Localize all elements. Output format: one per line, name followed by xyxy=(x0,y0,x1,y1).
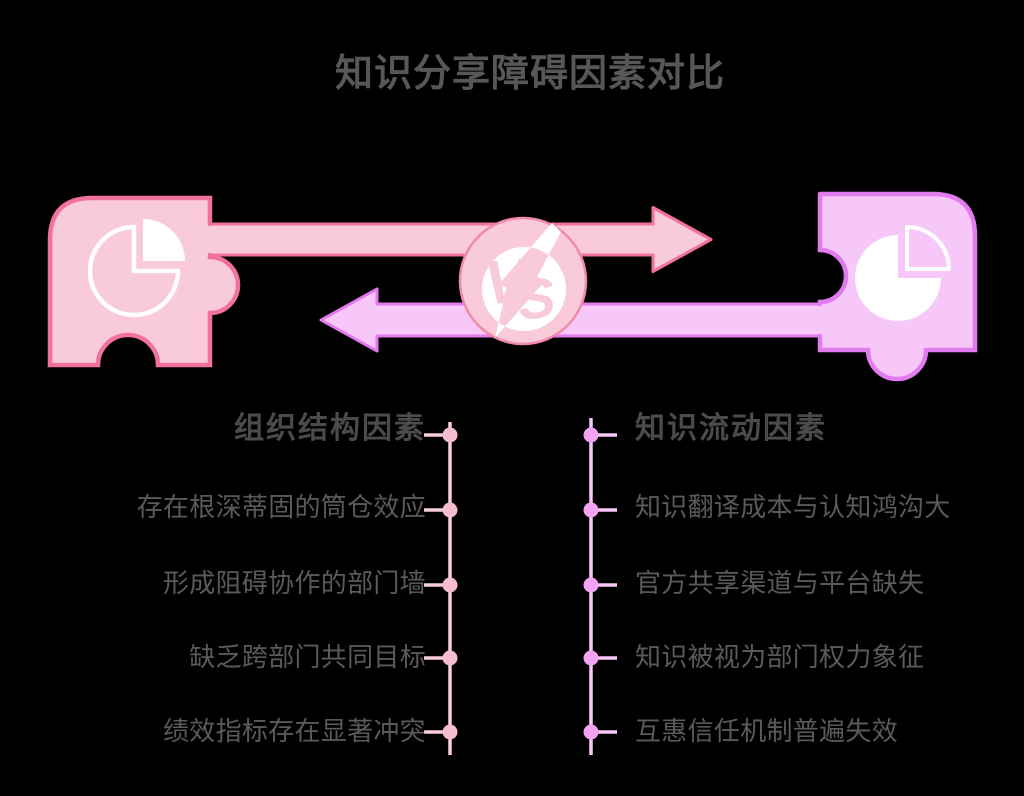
pie-chart-icon-right xyxy=(855,225,951,321)
pie-body xyxy=(87,224,181,318)
vs-letter-s: S xyxy=(513,265,559,333)
timeline-dot xyxy=(583,427,599,443)
puzzle-piece-icon-left xyxy=(47,195,241,368)
left-column-header: 组织结构因素 xyxy=(234,412,426,445)
pie-slice xyxy=(905,225,951,271)
timeline-dot xyxy=(583,724,599,740)
vs-lightning-badge-icon: V S xyxy=(458,216,588,346)
timeline-dot xyxy=(583,502,599,518)
pie-chart-icon-left xyxy=(87,219,185,318)
list-item: 互惠信任机制普遍失效 xyxy=(635,716,899,746)
list-item: 形成阻碍协作的部门墙 xyxy=(162,568,426,598)
right-column-header: 知识流动因素 xyxy=(635,412,827,445)
list-item: 知识被视为部门权力象征 xyxy=(635,642,925,672)
puzzle-piece-icon-right xyxy=(817,191,978,382)
pie-slice xyxy=(143,219,185,261)
lightning-bolt-icon xyxy=(495,223,561,338)
page-title: 知识分享障碍因素对比 xyxy=(334,53,725,95)
list-item: 缺乏跨部门共同目标 xyxy=(189,642,426,672)
list-item: 绩效指标存在显著冲突 xyxy=(162,716,426,746)
timeline-left xyxy=(424,422,458,755)
list-item: 存在根深蒂固的筒仓效应 xyxy=(136,492,426,522)
timeline-dot xyxy=(442,502,458,518)
list-item: 知识翻译成本与认知鸿沟大 xyxy=(635,492,951,522)
timeline-right xyxy=(583,418,617,755)
timeline-dot xyxy=(442,650,458,666)
timeline-dot xyxy=(442,427,458,443)
puzzle-outline xyxy=(817,191,978,382)
timeline-dot xyxy=(583,577,599,593)
pie-body xyxy=(855,235,941,321)
puzzle-outline xyxy=(47,195,241,368)
timeline-dot xyxy=(442,724,458,740)
list-item: 官方共享渠道与平台缺失 xyxy=(635,568,925,598)
arrow-right-icon xyxy=(204,206,713,273)
timeline-dot xyxy=(583,650,599,666)
timeline-dot xyxy=(442,577,458,593)
